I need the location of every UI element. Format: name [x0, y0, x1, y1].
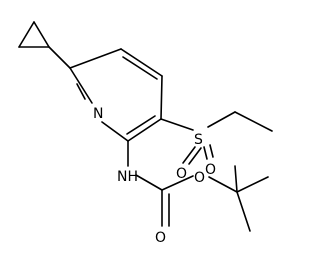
- bond-c3-s: [160, 118, 194, 131]
- atom-label-o2: O: [205, 162, 216, 178]
- bond-s-o1-double: [188, 147, 202, 165]
- atom-label-o-carbonyl: O: [155, 230, 166, 246]
- atom-label-o-ester: O: [194, 170, 205, 186]
- cyclopropyl-group: [18, 21, 71, 69]
- bond-s-o2-double: [209, 144, 214, 158]
- bond-ch2-ch3: [234, 111, 273, 132]
- chemical-structure: N S O O NH O O: [18, 21, 273, 246]
- bond-cq-me1: [234, 165, 238, 193]
- atom-label-nh: NH: [117, 169, 138, 185]
- bond-cp-2: [18, 21, 35, 48]
- bond-cp-to-ring: [48, 46, 71, 69]
- bond-c3-c2: [127, 118, 162, 142]
- bond-c5-c4-double: [122, 56, 158, 80]
- bond-cp-3: [33, 21, 50, 48]
- bond-cco-oester: [161, 175, 194, 191]
- atom-label-s: S: [194, 132, 203, 148]
- bond-n1-c6-double: [76, 83, 86, 100]
- bond-s-o2: [203, 146, 208, 160]
- bond-oester-cq: [208, 176, 238, 193]
- bond-c6-c5: [69, 48, 122, 69]
- boc-carbamate-group: [127, 140, 269, 232]
- bond-c3-c2-double: [126, 115, 156, 135]
- bond-c4-c3: [160, 75, 163, 120]
- bond-s-o1: [182, 146, 196, 164]
- bond-cq-me3: [236, 191, 251, 232]
- bond-c5-c4: [120, 48, 163, 77]
- ethylsulfonyl-group: [160, 111, 273, 165]
- atom-label-n1: N: [93, 106, 103, 122]
- atom-label-o1: O: [176, 166, 187, 182]
- bond-c2-n1: [101, 121, 129, 142]
- bond-cq-me2: [236, 176, 269, 193]
- bond-nh-cco: [135, 174, 163, 191]
- bond-n1-c6: [69, 67, 93, 104]
- pyridine-ring: [69, 48, 163, 142]
- bond-s-ch2: [207, 111, 236, 128]
